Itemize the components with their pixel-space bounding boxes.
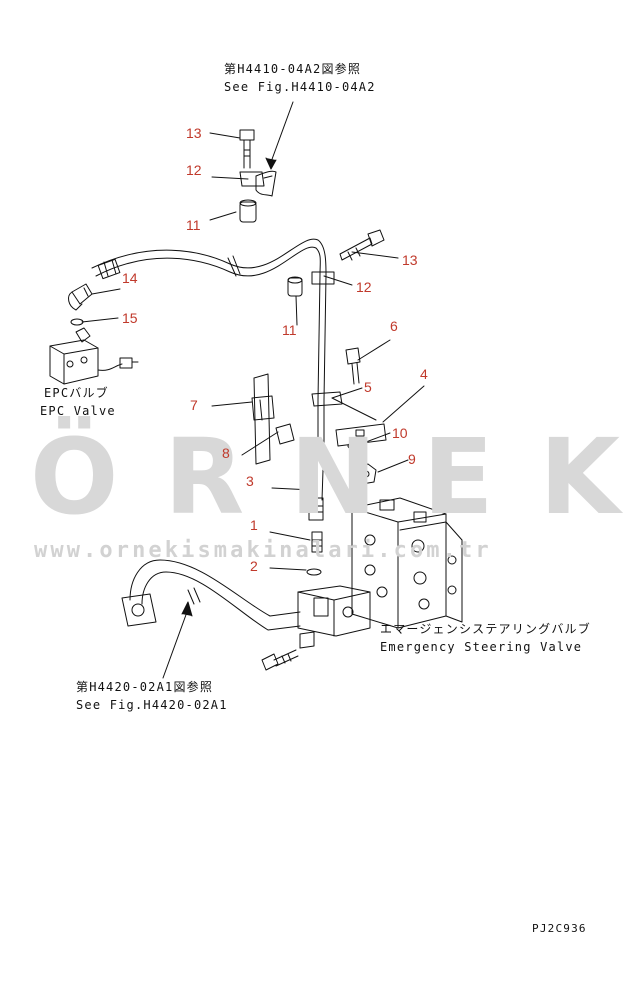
bracket-assembly — [251, 373, 387, 465]
part-number-4: 4 — [420, 366, 428, 382]
hose-upper — [91, 238, 327, 280]
epc-label-jp: EPCバルブ — [44, 386, 109, 400]
top-ref-jp: 第H4410-04A2図参照 — [224, 62, 362, 76]
pipe-lower — [121, 559, 301, 631]
watermark-letter: N — [289, 416, 377, 538]
fitting-1 — [311, 531, 323, 553]
bolt-bottom — [261, 649, 299, 671]
part-number-14: 14 — [122, 270, 138, 286]
esv-label-en: Emergency Steering Valve — [380, 640, 583, 654]
tube-vertical — [308, 271, 335, 521]
watermark-letter: R — [164, 416, 245, 538]
emergency-valve-shape — [351, 497, 463, 629]
part-number-2: 2 — [250, 558, 258, 574]
part-number-15: 15 — [122, 310, 138, 326]
part-number-10: 10 — [392, 425, 408, 441]
part-number-13: 13 — [186, 125, 202, 141]
watermark-url: www.ornekismakinalari.com.tr — [34, 538, 492, 563]
part-number-11: 11 — [282, 322, 297, 338]
elbow-14 — [68, 283, 93, 311]
part-number-11: 11 — [186, 217, 201, 233]
oring-15 — [70, 318, 84, 326]
bolt-13-right — [339, 229, 385, 261]
drawing-code: PJ2C936 — [532, 922, 587, 935]
elbow-block — [297, 585, 371, 649]
bolt-13-top — [239, 129, 255, 169]
bottom-ref-jp: 第H4420-02A1図参照 — [76, 680, 214, 694]
bolt-6 — [345, 347, 361, 385]
oring-2 — [306, 568, 322, 576]
part-number-8: 8 — [222, 445, 230, 461]
watermark-letter: K — [539, 416, 620, 538]
nut-9 — [355, 463, 377, 485]
part-number-12: 12 — [356, 279, 372, 295]
part-number-1: 1 — [250, 517, 258, 533]
part-number-12: 12 — [186, 162, 202, 178]
spacer-11-right — [287, 276, 303, 297]
part-number-9: 9 — [408, 451, 416, 467]
washer-10 — [347, 442, 361, 450]
watermark-letter: Ö — [30, 416, 119, 538]
reference-arrows — [162, 101, 294, 679]
part-number-3: 3 — [246, 473, 254, 489]
clamp-12-top — [239, 170, 277, 197]
watermark-logo: Ö R N E K — [30, 416, 620, 538]
leader-lines — [81, 132, 425, 571]
epc-label-en: EPC Valve — [40, 404, 116, 418]
part-number-13: 13 — [402, 252, 418, 268]
epc-valve-shape — [49, 327, 139, 385]
spacer-11-top — [239, 199, 257, 223]
watermark-letter: E — [422, 416, 494, 538]
top-ref-en: See Fig.H4410-04A2 — [224, 80, 376, 94]
bottom-ref-en: See Fig.H4420-02A1 — [76, 698, 228, 712]
part-number-7: 7 — [190, 397, 198, 413]
part-number-5: 5 — [364, 379, 372, 395]
part-number-6: 6 — [390, 318, 398, 334]
esv-label-jp: エマージェンシステアリングバルブ — [380, 622, 591, 636]
